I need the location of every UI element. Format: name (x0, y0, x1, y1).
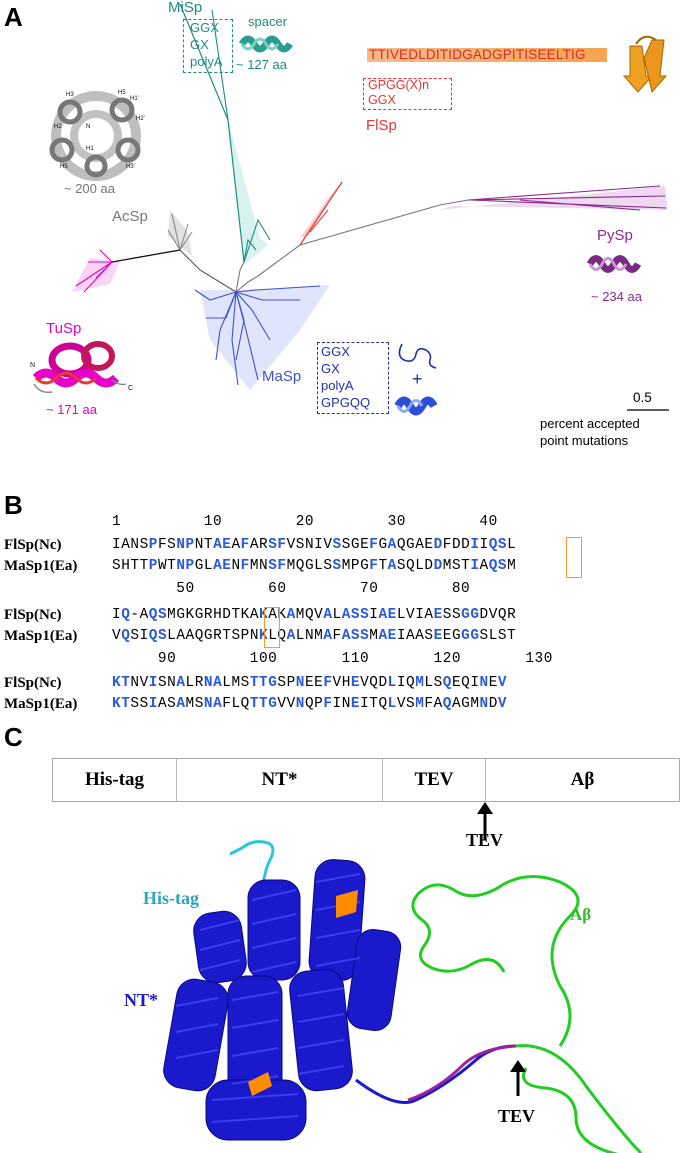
masp-label: MaSp (262, 368, 302, 385)
tusp-size: ~ 171 aa (46, 402, 97, 417)
panel-c-letter: C (4, 722, 23, 752)
svg-text:H1: H1 (86, 146, 94, 152)
flsp-motif-1: GPGG(X)n (368, 78, 430, 92)
misp-spacer-label: spacer (248, 14, 288, 29)
misp-motif-3: polyA (190, 54, 223, 69)
tree-backbone (235, 199, 469, 293)
misp-motif-2: GX (190, 37, 209, 52)
panel-b-letter: B (4, 490, 23, 520)
scale-caption-1: percent accepted (540, 416, 640, 431)
acsp-label: AcSp (112, 208, 148, 225)
nt-helix-bundle (163, 859, 402, 1141)
alignment-name-masp-3: MaSp1(Ea) (4, 696, 78, 712)
alignment-seq-flsp-3: KTNVISNALRNALMSTTGSPNEEFVHEVQDLIQMLSQEQI… (112, 675, 508, 691)
misp-helix-icon (238, 35, 294, 53)
pysp-label: PySp (597, 227, 633, 244)
alignment-name-flsp-1: FlSp(Nc) (4, 537, 62, 553)
alignment-seq-masp-3: KTSSIASAMSNAFLQTTGVVNQPFINEITQLVSMFAQAGM… (112, 696, 508, 712)
masp-motif-box (317, 342, 389, 414)
pysp-branch (467, 185, 667, 211)
alignment-seq-flsp-2: IQ-AQSMGKGRHDTKAKAKAMQVALASSIAELVIAESSGG… (112, 607, 517, 623)
abeta-peptide (411, 875, 643, 1153)
svg-text:H1': H1' (130, 96, 139, 102)
tev-cleavage-arrow-structure (510, 1060, 526, 1096)
his-tag-structure-label: His-tag (143, 888, 199, 908)
masp-coil-icon (398, 343, 437, 369)
svg-text:H2: H2 (54, 124, 62, 130)
pysp-helix-icon (586, 255, 642, 273)
tusp-clade-shade (72, 258, 120, 292)
tusp-label: TuSp (46, 320, 82, 337)
misp-motif-1: GGX (190, 20, 219, 35)
acsp-structure-icon (49, 91, 141, 181)
alignment-seq-flsp-1: IANSPFSNPNTAEAFARSFVSNIVSSGEFGAQGAEDFDDI… (112, 537, 517, 553)
construct-structure (163, 802, 643, 1153)
masp-clade-shade (200, 285, 330, 390)
misp-label: MiSp (168, 0, 203, 16)
misp-size: ~ 127 aa (236, 57, 287, 72)
svg-text:H5: H5 (118, 90, 126, 96)
nt-structure-label: NT* (124, 990, 159, 1010)
alignment-name-flsp-2: FlSp(Nc) (4, 607, 62, 623)
orange-residue-patch-2 (248, 1072, 272, 1096)
flsp-motif-box (363, 78, 452, 110)
flsp-sequence: TTIVEDLDITIDGADGPITISEELTIG (369, 47, 586, 62)
acsp-branch (167, 213, 193, 251)
sequence-alignment: 1 10 20 30 40 FlSp(Nc) IANSPFSNPNTAEAFAR… (0, 514, 685, 804)
tev-cleavage-arrow-top (477, 802, 493, 840)
svg-text:H3: H3 (66, 92, 74, 98)
alignment-name-flsp-3: FlSp(Nc) (4, 675, 62, 691)
alignment-name-masp-2: MaSp1(Ea) (4, 628, 78, 644)
tev-linker (407, 1044, 517, 1102)
scale-value: 0.5 (633, 390, 652, 405)
masp-branch (194, 285, 321, 386)
svg-text:H3': H3' (126, 164, 135, 170)
alignment-numbering-1: 1 10 20 30 40 (112, 514, 498, 530)
orange-residue-patch-1 (336, 890, 358, 918)
masp-helix-icon (394, 396, 438, 416)
construct-bar: His-tag NT* TEV Aβ (52, 758, 680, 802)
flsp-clade-shade (300, 182, 342, 238)
flsp-motif-2: GGX (368, 93, 396, 107)
alignment-seq-masp-2: VQSIQSLAAQGRTSPNKLQALNMAFASSMAEIAASEEGGG… (112, 628, 517, 644)
masp-motif-1: GGX (321, 344, 350, 359)
svg-text:N: N (86, 124, 90, 130)
masp-motif-4: GPGQQ (321, 395, 371, 410)
abeta-structure-label: Aβ (570, 905, 592, 924)
tusp-structure-icon (32, 341, 127, 394)
svg-text:H5: H5 (60, 164, 68, 170)
flsp-label: FlSp (366, 117, 397, 134)
tev-structure-label: TEV (498, 1106, 536, 1126)
alignment-numbering-2: 50 60 70 80 (112, 581, 471, 597)
masp-motif-2: GX (321, 361, 340, 376)
highlight-box-residue-36 (566, 537, 582, 578)
construct-segment-abeta: Aβ (570, 769, 595, 790)
highlight-box-residue-60 (264, 607, 280, 648)
alignment-seq-masp-1: SHTTPWTNPGLAENFMNSFMQGLSSMPGFTASQLDDMSTI… (112, 558, 517, 574)
panel-a-letter: A (4, 2, 23, 32)
svg-text:H2': H2' (136, 116, 145, 122)
misp-clade-shade (228, 120, 268, 265)
construct-segment-tev: TEV (383, 759, 486, 801)
construct-segment-his-tag: His-tag (53, 759, 177, 801)
flsp-branch (299, 181, 343, 246)
flsp-sequence-highlight (367, 48, 607, 62)
svg-text:C: C (128, 385, 133, 392)
alignment-name-masp-1: MaSp1(Ea) (4, 558, 78, 574)
scale-caption-2: point mutations (540, 433, 629, 448)
misp-motif-box (183, 19, 233, 73)
construct-segment-nt: NT* (177, 759, 383, 801)
masp-plus: + (412, 369, 423, 389)
masp-motif-3: polyA (321, 378, 354, 393)
acsp-size: ~ 200 aa (64, 181, 115, 196)
flsp-beta-hairpin-icon (622, 35, 668, 94)
pysp-size: ~ 234 aa (591, 289, 642, 304)
tev-arrow-label: TEV (466, 830, 504, 850)
svg-text:N: N (30, 362, 35, 369)
alignment-numbering-3: 90 100 110 120 130 (112, 651, 553, 667)
